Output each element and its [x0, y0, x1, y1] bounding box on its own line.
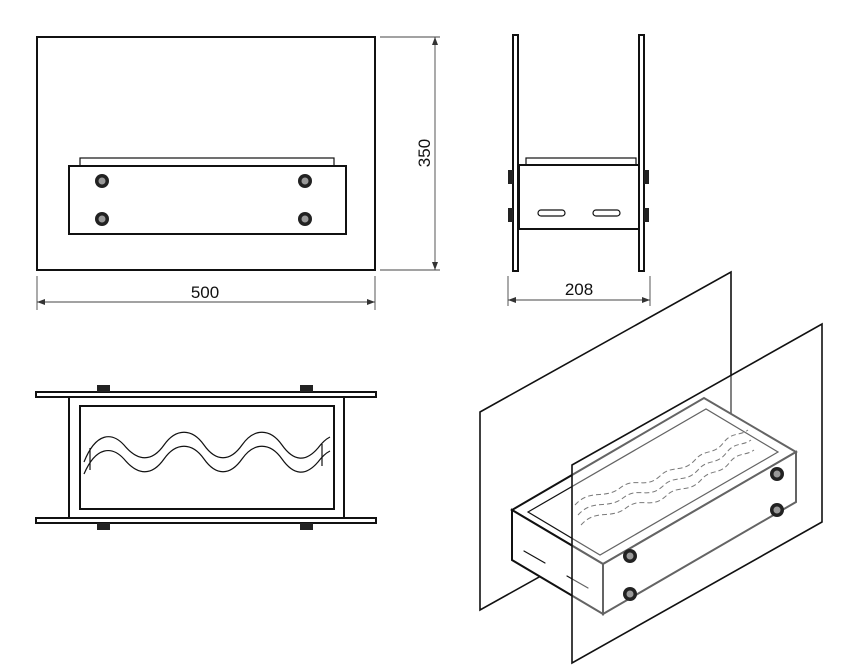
side-depth-label: 208: [565, 280, 593, 299]
side-bolt-right-top: [644, 170, 649, 184]
front-bolt-top-left: [95, 174, 109, 188]
front-burner-lip: [79, 157, 335, 167]
front-bolt-bottom-left: [95, 212, 109, 226]
front-glass-panel: [36, 36, 376, 271]
iso-bolt-2: [623, 587, 637, 601]
iso-wave-dashed-2: [577, 439, 752, 516]
top-wave-lower: [83, 445, 331, 475]
front-burner-box: [68, 165, 347, 235]
iso-box-front-face: [602, 450, 797, 616]
top-bolt-back-left: [97, 385, 110, 392]
isometric-view: [479, 270, 823, 665]
top-bolt-front-left: [97, 523, 110, 530]
top-bolt-front-right: [300, 523, 313, 530]
side-burner-box: [518, 164, 640, 230]
top-burner-outer: [68, 396, 345, 519]
side-glass-right: [638, 34, 645, 272]
depth-dimension: 208: [507, 276, 651, 306]
front-bolt-top-right: [298, 174, 312, 188]
side-glass-left: [512, 34, 519, 272]
iso-wave-dashed-1: [574, 429, 749, 506]
iso-bolt-3: [770, 467, 784, 481]
top-burner-inner: [79, 405, 335, 510]
top-wave-upper: [83, 431, 331, 463]
side-slot-right: [592, 209, 621, 217]
iso-wave-dashed-3: [580, 449, 755, 526]
front-height-label: 350: [415, 139, 434, 167]
front-view: 500 350: [36, 36, 440, 310]
side-bolt-right-bottom: [644, 208, 649, 222]
side-bolt-left-bottom: [508, 208, 513, 222]
height-dimension: 350: [380, 36, 440, 271]
iso-bolt-4: [770, 503, 784, 517]
iso-bolt-1: [623, 549, 637, 563]
side-slot-left: [537, 209, 566, 217]
front-bolt-bottom-right: [298, 212, 312, 226]
top-bolt-back-right: [300, 385, 313, 392]
iso-slot-left: [523, 550, 546, 564]
width-dimension: 500: [36, 276, 376, 310]
iso-box-opening: [526, 408, 780, 556]
front-width-label: 500: [191, 283, 219, 302]
iso-slot-right: [566, 575, 589, 589]
top-view: [35, 385, 377, 530]
side-burner-lip: [525, 157, 637, 166]
side-view: 208: [507, 34, 651, 306]
side-bolt-left-top: [508, 170, 513, 184]
iso-front-glass: [571, 322, 823, 665]
